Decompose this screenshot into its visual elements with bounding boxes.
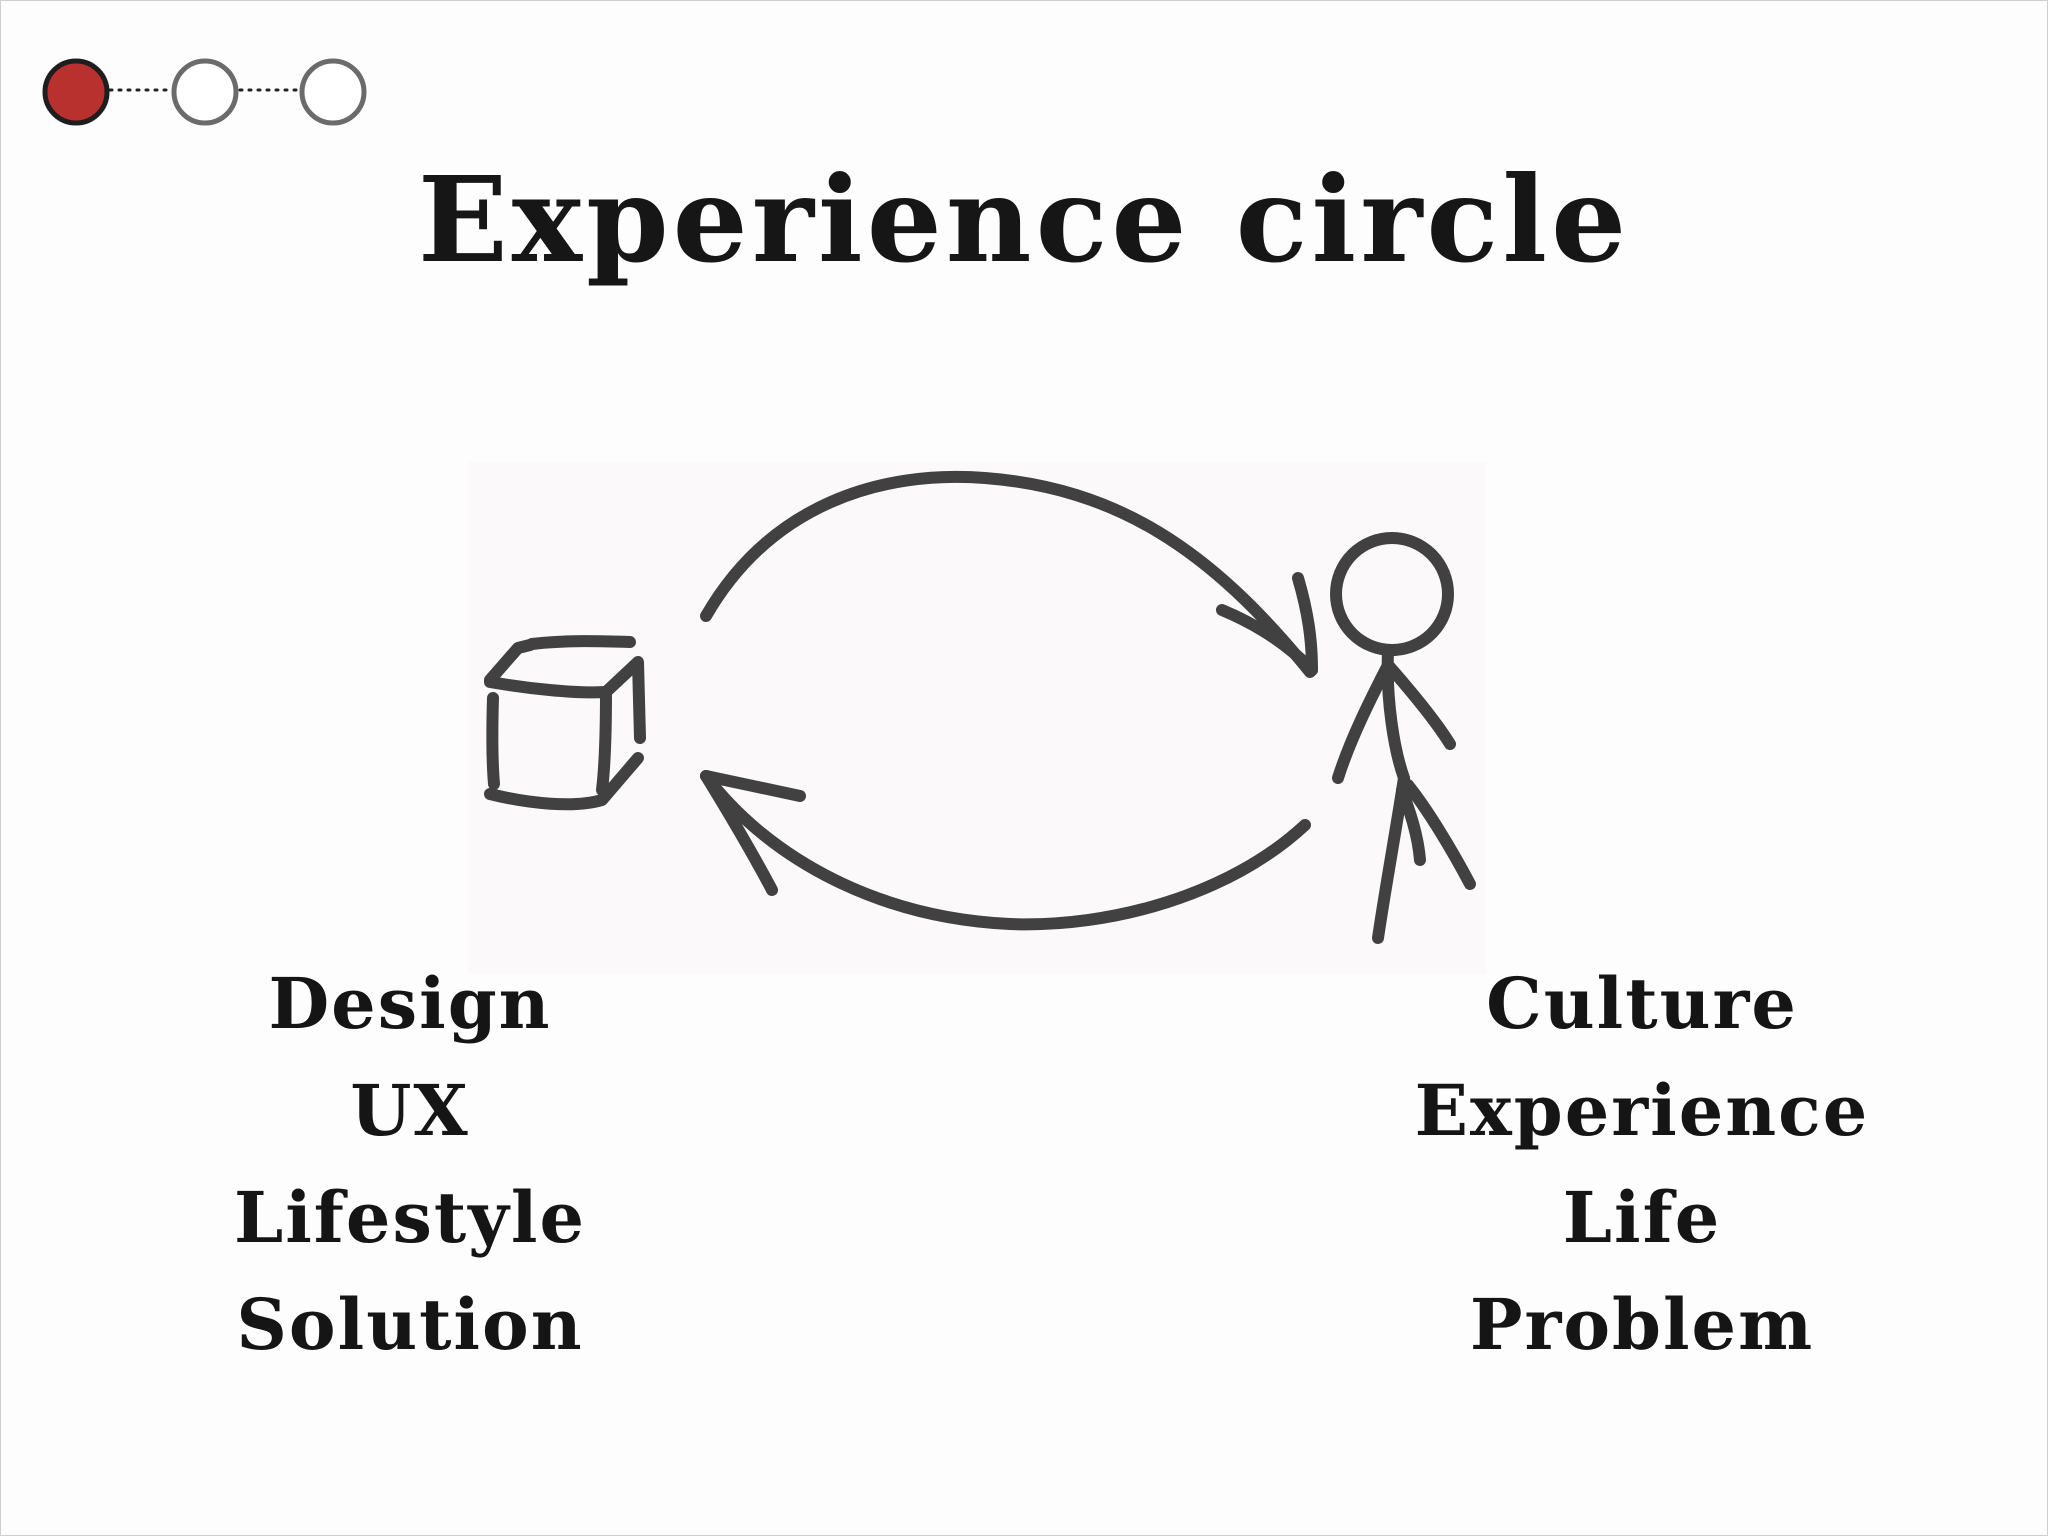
left-label: Design (268, 962, 552, 1045)
arrow-curve-right-icon (700, 470, 1318, 678)
right-label: Experience (1414, 1069, 1870, 1152)
left-label: UX (350, 1069, 470, 1152)
right-labels: Culture Experience Life Problem (1362, 950, 1922, 1378)
left-label: Solution (236, 1283, 584, 1366)
progress-dot-1[interactable] (42, 58, 110, 126)
progress-dot-2[interactable] (171, 58, 239, 126)
diagram-panel (468, 462, 1486, 974)
left-labels: Design UX Lifestyle Solution (130, 950, 690, 1378)
slide-title: Experience circle (417, 150, 1631, 289)
left-label: Lifestyle (233, 1176, 586, 1259)
progress-dot-3[interactable] (299, 58, 367, 126)
stick-figure-icon (1330, 532, 1476, 944)
right-label: Life (1562, 1176, 1722, 1259)
box-icon (484, 635, 646, 811)
progress-indicator (42, 58, 367, 126)
arrow-curve-left-icon (700, 770, 1311, 931)
right-label: Culture (1486, 962, 1798, 1045)
right-label: Problem (1469, 1283, 1815, 1366)
